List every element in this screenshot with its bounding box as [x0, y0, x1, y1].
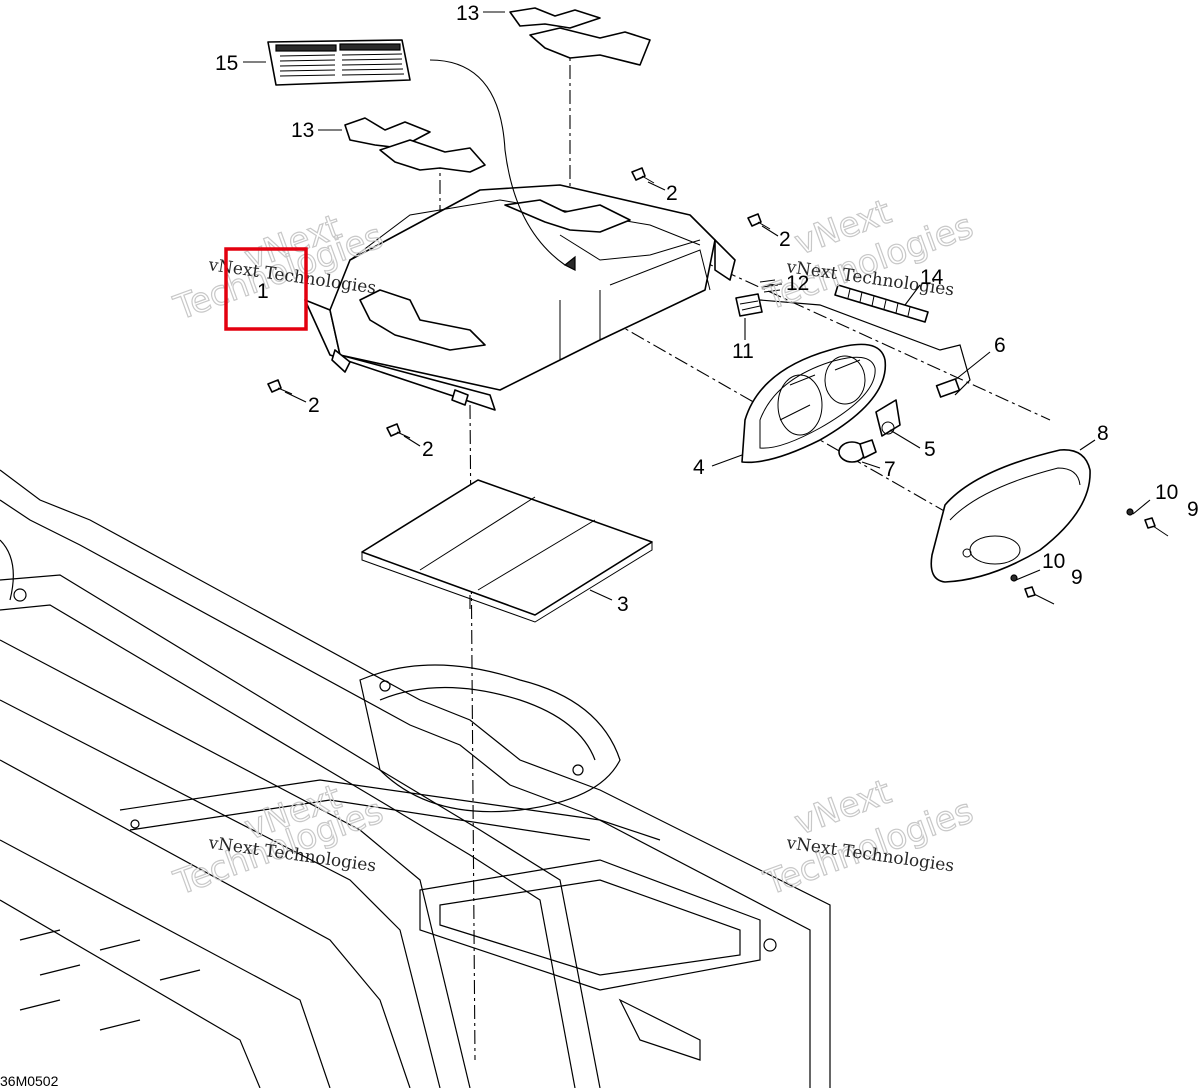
- part-13-pad-upper: [509, 7, 651, 66]
- callout-2[interactable]: 2: [666, 182, 678, 205]
- part-6-wire-harness: [759, 299, 971, 398]
- callout-1[interactable]: 1: [257, 280, 269, 303]
- part-7-bulb: [838, 439, 877, 463]
- callout-13[interactable]: 13: [456, 2, 479, 25]
- callout-leaders: [243, 11, 1151, 601]
- callout-15[interactable]: 15: [215, 52, 238, 75]
- callout-10[interactable]: 10: [1155, 481, 1178, 504]
- callout-9[interactable]: 9: [1187, 498, 1199, 521]
- part-9-10-fasteners: [1010, 508, 1169, 605]
- callout-11[interactable]: 11: [732, 340, 754, 363]
- part-4-light-housing: [741, 343, 887, 464]
- part-14-sleeve: [834, 284, 929, 323]
- callout-3[interactable]: 3: [617, 593, 629, 616]
- callout-numbers: 1 2 2 2 2 3 4 5 6 7 8 9 9 10 10 11 12 13…: [215, 2, 1199, 616]
- callout-13[interactable]: 13: [291, 119, 314, 142]
- part-12-terminals: [759, 279, 781, 293]
- callout-12[interactable]: 12: [786, 272, 809, 295]
- chassis-frame: [0, 469, 831, 1088]
- part-5-socket: [875, 399, 901, 437]
- callout-9[interactable]: 9: [1071, 566, 1083, 589]
- callout-14[interactable]: 14: [920, 266, 944, 289]
- callout-2[interactable]: 2: [422, 438, 434, 461]
- part-15-warning-label: [267, 39, 411, 86]
- callout-2[interactable]: 2: [779, 228, 791, 251]
- part-3-pad: [361, 479, 653, 623]
- callout-4[interactable]: 4: [693, 456, 705, 479]
- part-1-rear-rack: [304, 59, 736, 411]
- part-2-screws: [267, 167, 771, 439]
- part-1-highlight-box: [224, 247, 308, 331]
- callout-7[interactable]: 7: [884, 458, 896, 481]
- callout-8[interactable]: 8: [1097, 422, 1109, 445]
- figure-reference-code: 36M0502: [0, 1073, 59, 1088]
- part-11-connector: [735, 293, 763, 317]
- callout-10[interactable]: 10: [1042, 550, 1065, 573]
- callout-6[interactable]: 6: [994, 334, 1006, 357]
- callout-5[interactable]: 5: [924, 438, 936, 461]
- callout-2[interactable]: 2: [308, 394, 320, 417]
- part-13-pad-lower: [344, 117, 486, 173]
- part-8-lens: [930, 449, 1091, 583]
